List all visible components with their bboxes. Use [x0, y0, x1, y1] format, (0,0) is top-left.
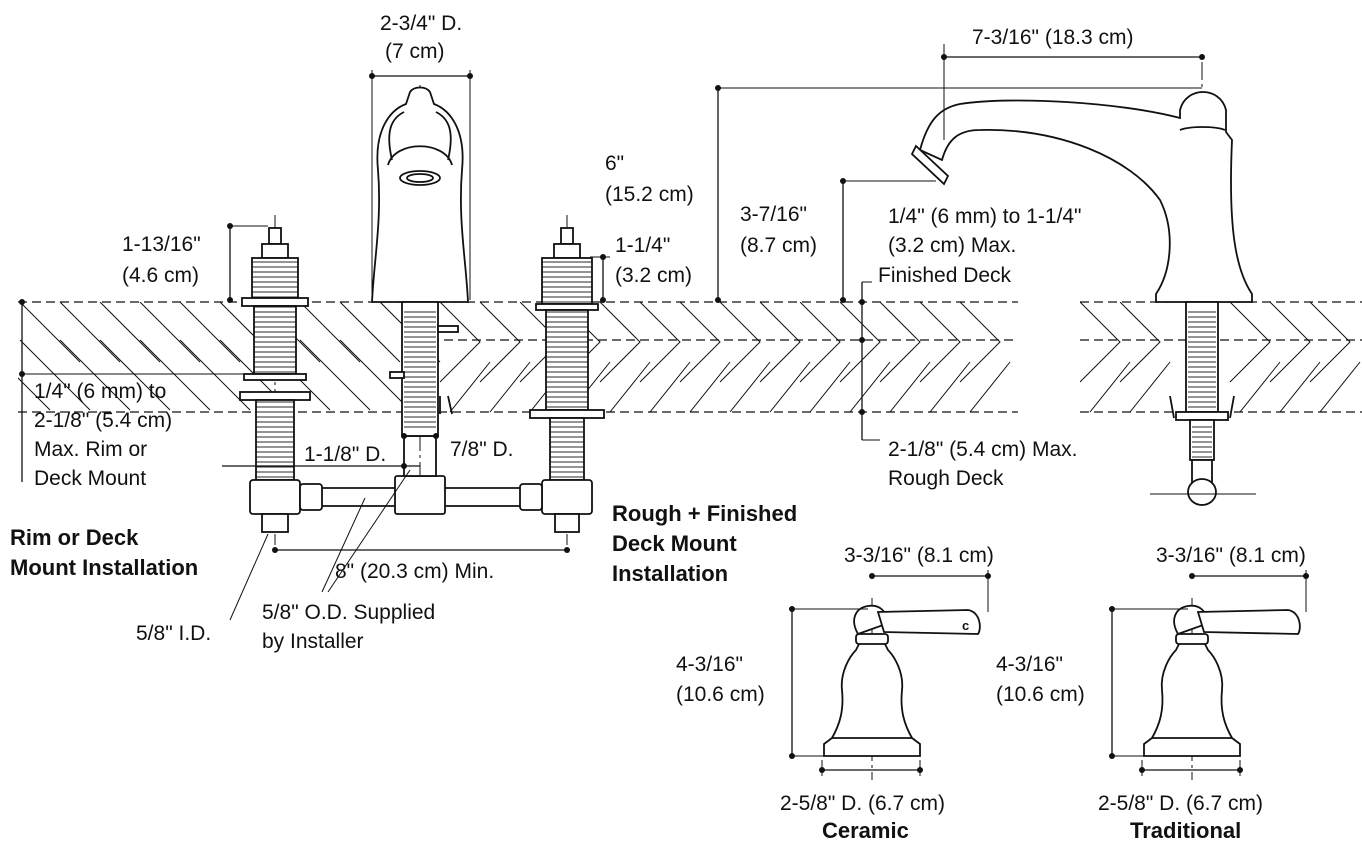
rough-deck-label: Rough Deck — [888, 467, 1004, 490]
right-valve — [529, 215, 605, 545]
traditional-reach-label: 3-3/16" (8.1 cm) — [1156, 544, 1306, 567]
valve-height-label: 1-13/16" — [122, 233, 201, 256]
ceramic-height-metric: (10.6 cm) — [676, 683, 765, 706]
traditional-height-label: 4-3/16" — [996, 653, 1063, 676]
spout-clearance-metric: (8.7 cm) — [740, 234, 817, 257]
nut-diameter-label: 7/8" D. — [450, 438, 513, 461]
spout-clearance-label: 3-7/16" — [740, 203, 807, 226]
rim-install-title: Rim or Deck — [10, 525, 139, 550]
traditional-height-metric: (10.6 cm) — [996, 683, 1085, 706]
ceramic-base-label: 2-5/8" D. (6.7 cm) — [780, 792, 945, 815]
stem-length-metric: (3.2 cm) — [615, 264, 692, 287]
deck-hatch-left — [18, 302, 1011, 412]
rough-install-title: Rough + Finished — [612, 501, 797, 526]
tube-outer-diameter-label: 5/8" O.D. Supplied — [262, 601, 435, 624]
deck-hatching — [18, 301, 1362, 413]
ceramic-reach-label: 3-3/16" (8.1 cm) — [844, 544, 994, 567]
traditional-base-label: 2-5/8" D. (6.7 cm) — [1098, 792, 1263, 815]
rim-range-deck: Deck Mount — [34, 467, 146, 490]
rough-deck-range-label: 2-1/8" (5.4 cm) Max. — [888, 438, 1078, 461]
spout-diameter-label: 2-3/4" D. — [380, 12, 462, 35]
ceramic-title: Ceramic — [822, 818, 909, 843]
finished-deck-range-metric: (3.2 cm) Max. — [888, 234, 1016, 257]
spout-diameter-metric: (7 cm) — [385, 40, 445, 63]
spread-label: 8" (20.3 cm) Min. — [335, 560, 494, 583]
rough-install-title-2: Deck Mount — [612, 531, 737, 556]
left-valve — [239, 215, 311, 545]
ceramic-handle: c — [823, 598, 981, 780]
finished-deck-range-label: 1/4" (6 mm) to 1-1/4" — [888, 205, 1081, 228]
supply-tubing — [299, 435, 543, 515]
rim-range-max: Max. Rim or — [34, 438, 147, 461]
rough-install-title-3: Installation — [612, 561, 728, 586]
tube-inner-diameter-label: 5/8" I.D. — [136, 622, 211, 645]
stem-length-label: 1-1/4" — [615, 234, 670, 257]
deck-hatch-right — [1080, 302, 1361, 412]
ceramic-mark-text: c — [962, 618, 969, 633]
traditional-handle — [1143, 598, 1301, 780]
side-spout — [910, 62, 1256, 506]
center-spout — [371, 85, 469, 475]
rim-install-title-2: Mount Installation — [10, 555, 198, 580]
ceramic-height-label: 4-3/16" — [676, 653, 743, 676]
dimension-lines — [19, 44, 1309, 776]
rim-range-label: 1/4" (6 mm) to — [34, 380, 166, 403]
valve-height-metric: (4.6 cm) — [122, 264, 199, 287]
rim-range-metric: 2-1/8" (5.4 cm) — [34, 409, 172, 432]
shank-diameter-label: 1-1/8" D. — [304, 443, 386, 466]
tube-installer-label: by Installer — [262, 630, 364, 653]
height-metric: (15.2 cm) — [605, 183, 694, 206]
dimension-labels: 2-3/4" D. (7 cm) 7-3/16" (18.3 cm) 6" (1… — [10, 12, 1306, 843]
finished-deck-label: Finished Deck — [878, 264, 1012, 287]
tub-spout-reach-label: 7-3/16" (18.3 cm) — [972, 26, 1134, 49]
traditional-title: Traditional — [1130, 818, 1241, 843]
height-label: 6" — [605, 152, 624, 175]
